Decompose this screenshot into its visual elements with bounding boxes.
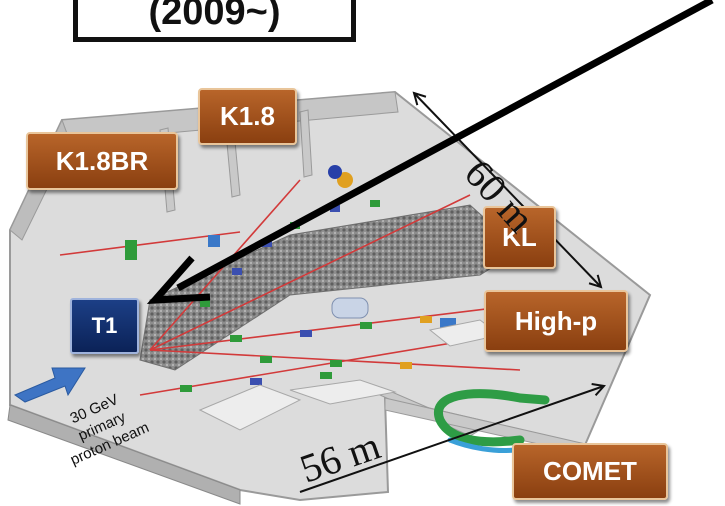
width-dimension-arrow (299, 386, 604, 493)
label-comet-text: COMET (543, 456, 637, 486)
comet-beamline (434, 389, 550, 447)
label-k18br-text: K1.8BR (55, 145, 149, 176)
label-kl-text: KL (502, 222, 537, 252)
hall-blocks (198, 319, 502, 431)
hall-front-wall (7, 404, 241, 505)
length-dimension-arrow (414, 93, 601, 287)
label-t1-text: T1 (91, 313, 118, 338)
beamline-magnets (125, 165, 456, 392)
label-high-p-text: High-p (514, 305, 598, 336)
title-box: (2009~) (73, 0, 356, 42)
label-comet: COMET (512, 443, 668, 500)
label-t1: T1 (70, 298, 139, 354)
primary-beam-arrow (13, 367, 86, 403)
label-k18-text: K1.8 (220, 101, 275, 131)
label-k18br: K1.8BR (26, 132, 178, 190)
label-kl: KL (483, 206, 556, 269)
pointer-arrow-head (146, 255, 211, 304)
label-high-p: High-p (484, 290, 628, 352)
title-fragment: (2009~) (148, 0, 281, 33)
pointer-arrow-shaft (176, 0, 714, 292)
label-k18: K1.8 (198, 88, 297, 145)
